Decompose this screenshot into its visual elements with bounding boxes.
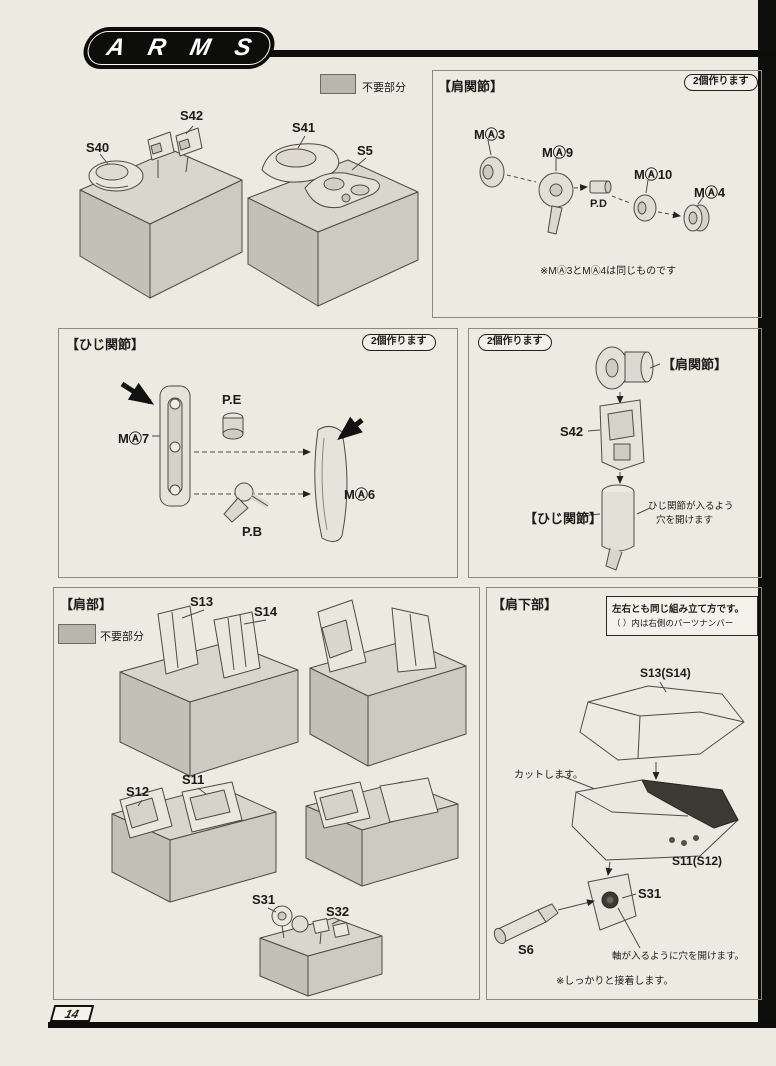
part-label-ma7: MⒶ7 [118, 431, 150, 446]
part-label-s5: S5 [357, 143, 373, 158]
sprue-s31-s32-art [259, 905, 383, 997]
unneeded-part-swatch [320, 74, 356, 94]
shoulder-lower-note-line1: 左右とも同じ組み立て方です。 [612, 604, 745, 615]
cut-label: カットします。 [514, 770, 583, 781]
part-label-s6: S6 [518, 942, 534, 957]
part-label-s14: S14 [254, 604, 278, 619]
part-label-s42: S42 [180, 108, 204, 123]
arm-assembly-diagram-art [579, 346, 661, 571]
sprue-s41-s5-art [99, 125, 419, 307]
sprue-s13-s14-art [119, 605, 299, 777]
shoulder-joint-note: ※MⒶ3とMⒶ4は同じものです [540, 266, 677, 277]
sprue-pair2-art [309, 599, 467, 767]
page-number-badge: 14 [49, 1005, 95, 1022]
elbow-joint-diagram-art [120, 381, 364, 542]
section-box-elbow-joint [58, 328, 458, 578]
assembly-note-line2: 穴を開けます [656, 515, 714, 526]
part-label-ma3: MⒶ3 [474, 127, 506, 142]
section-title-shoulder-block: 【肩部】 [60, 597, 113, 612]
assembly-elbow-label: 【ひじ関節】 [524, 511, 603, 526]
part-label-ma4: MⒶ4 [694, 185, 726, 200]
sprue-s12-s11-art [111, 781, 277, 903]
unneeded-part-label: 不要部分 [362, 82, 406, 94]
assembly-shoulder-label: 【肩関節】 [662, 357, 728, 372]
section-box-arm-assembly [468, 328, 762, 578]
part-label-s13-s14: S13(S14) [640, 666, 691, 680]
hole-note: 軸が入るように穴を開けます。 [612, 951, 745, 962]
sprue-s40-s42-art [79, 127, 243, 299]
section-box-shoulder-lower [486, 587, 762, 1000]
section-title-shoulder-lower: 【肩下部】 [492, 597, 558, 612]
footer-rule [48, 1022, 776, 1028]
part-label-s12: S12 [126, 784, 150, 799]
part-label-s13: S13 [190, 594, 214, 609]
shoulder-joint-diagram-art [479, 139, 710, 235]
part-label-pd: P.D [590, 198, 607, 210]
part-label-ma9: MⒶ9 [542, 145, 574, 160]
arms-title-badge-border [84, 31, 274, 65]
assembly-part-label-s42: S42 [560, 424, 584, 439]
section-box-shoulder-joint [432, 70, 762, 318]
glue-note: ※しっかりと接着します。 [556, 976, 674, 987]
part-label-s11: S11 [182, 772, 205, 787]
shoulder-lower-diagram-art [493, 681, 745, 949]
unneeded-part-label-2: 不要部分 [100, 631, 144, 643]
part-label-s31-lower: S31 [638, 886, 662, 901]
make-two-badge-elbow: 2個作ります [362, 334, 436, 351]
part-label-s11-s12: S11(S12) [672, 854, 723, 868]
section-title-elbow-joint: 【ひじ関節】 [66, 337, 145, 352]
scan-right-edge [758, 0, 776, 1024]
make-two-badge-assembly: 2個作ります [478, 334, 552, 351]
part-label-s31: S31 [252, 892, 276, 907]
sprue-pair4-art [305, 777, 459, 887]
section-box-shoulder-block [53, 587, 480, 1000]
shoulder-lower-note-line2: （ ）内は右側のパーツナンバー [612, 618, 734, 628]
part-label-s41: S41 [292, 120, 316, 135]
arms-title-badge: A R M S [79, 27, 279, 69]
part-label-ma6: MⒶ6 [344, 487, 376, 502]
part-label-s32: S32 [326, 904, 350, 919]
shoulder-lower-note-box: 左右とも同じ組み立て方です。 （ ）内は右側のパーツナンバー [606, 596, 758, 636]
section-title-shoulder-joint: 【肩関節】 [438, 79, 504, 94]
part-label-pb: P.B [242, 524, 262, 539]
part-label-s40: S40 [86, 140, 110, 155]
unneeded-part-swatch-2 [58, 624, 96, 644]
header-rule [150, 50, 776, 57]
part-label-pe: P.E [222, 392, 242, 407]
page-number: 14 [63, 1006, 81, 1021]
assembly-note-line1: ひじ関節が入るよう [648, 501, 734, 512]
make-two-badge-shoulder: 2個作ります [684, 74, 758, 91]
part-label-ma10: MⒶ10 [634, 167, 673, 182]
